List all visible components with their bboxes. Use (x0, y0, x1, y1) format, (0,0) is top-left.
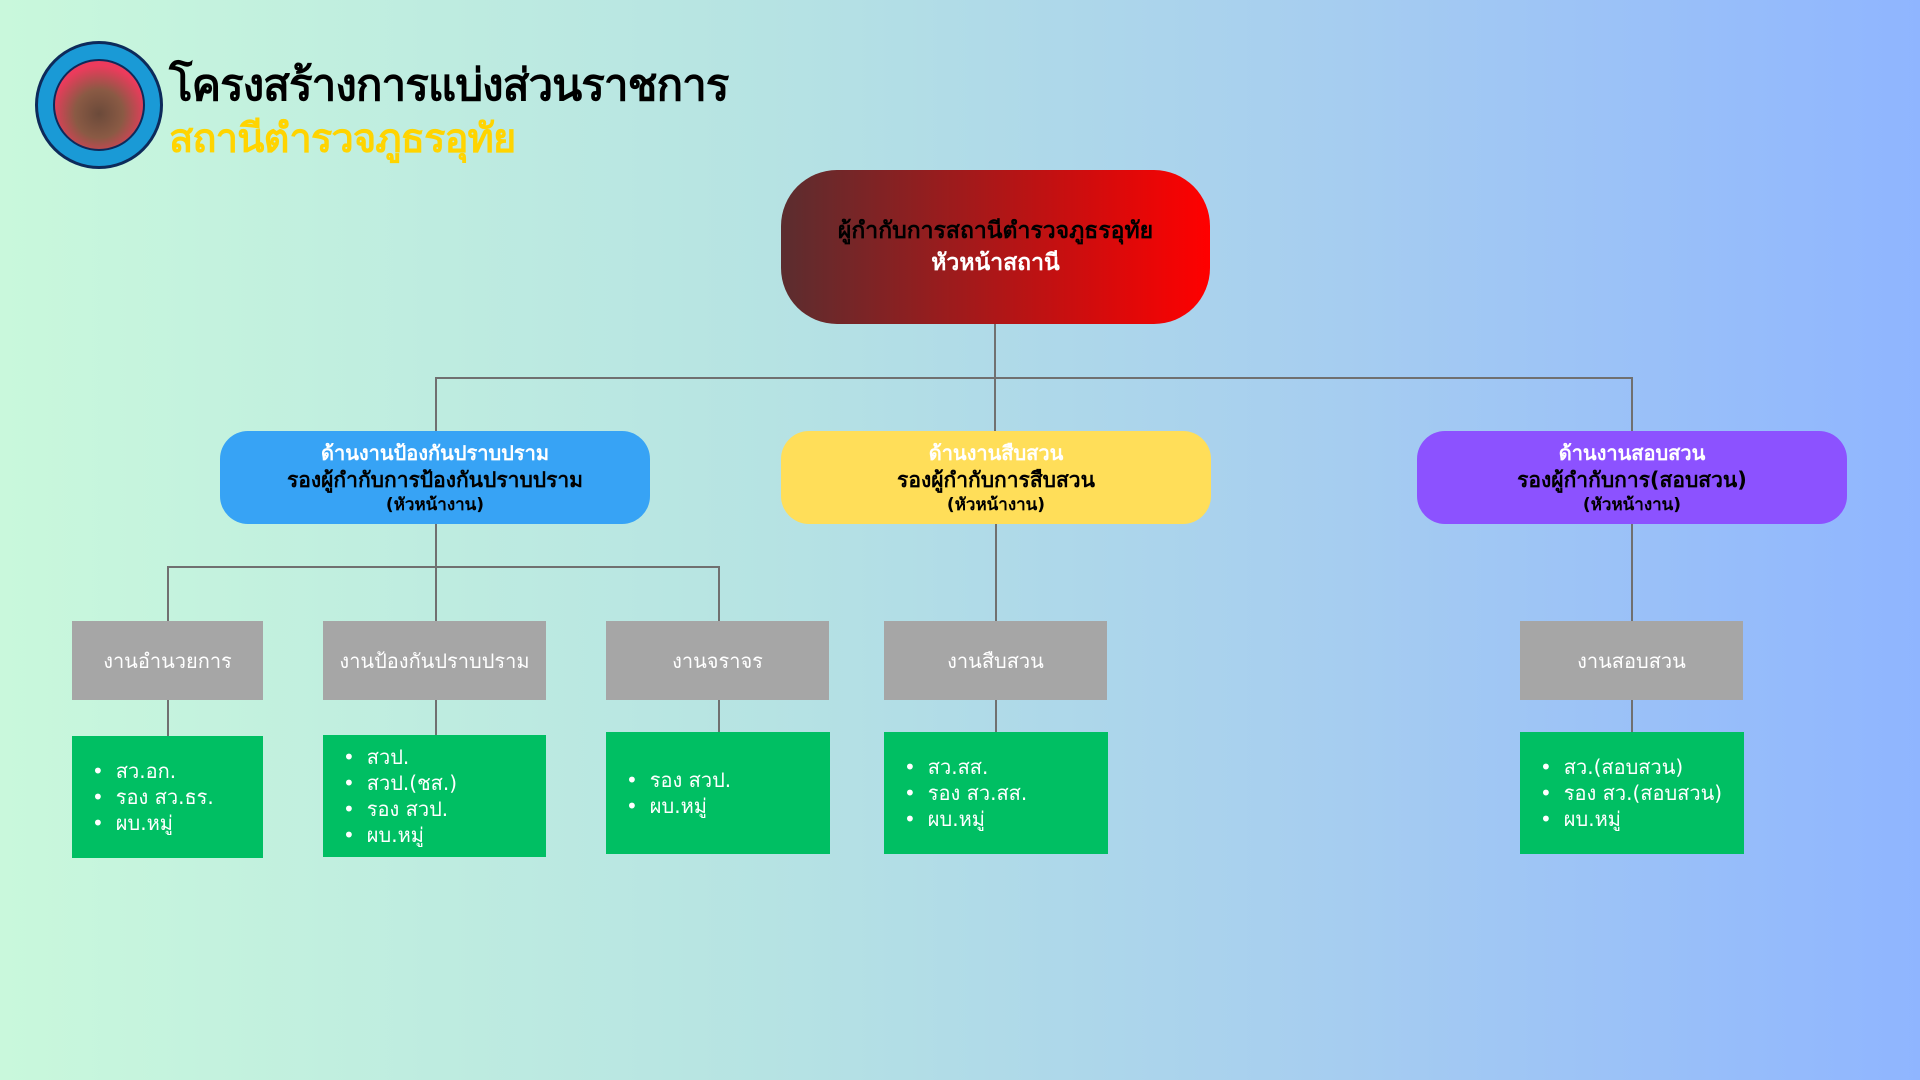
staff-list-admin: สว.อก.รอง สว.ธร.ผบ.หมู่ (72, 736, 263, 858)
staff-item: รอง สว.ธร. (92, 784, 214, 810)
connector (718, 700, 720, 732)
staff-list-inquiry: สว.(สอบสวน)รอง สว.(สอบสวน)ผบ.หมู่ (1520, 732, 1744, 854)
connector (167, 566, 720, 568)
staff-item: สว.(สอบสวน) (1540, 754, 1722, 780)
staff-list-prevention: สวป.สวป.(ชส.)รอง สวป.ผบ.หมู่ (323, 735, 546, 857)
division-prevention: ด้านงานป้องกันปราบปราม รองผู้กำกับการป้อ… (220, 431, 650, 524)
head-role: หัวหน้าสถานี (931, 250, 1060, 276)
head-title: ผู้กำกับการสถานีตำรวจภูธรอุทัย (837, 218, 1154, 244)
connector (435, 377, 1633, 379)
unit-admin: งานอำนวยการ (72, 621, 263, 700)
connector (995, 700, 997, 732)
division-investigation: ด้านงานสืบสวน รองผู้กำกับการสืบสวน (หัวห… (781, 431, 1211, 524)
station-logo (35, 41, 163, 169)
connector (167, 700, 169, 736)
division-title: รองผู้กำกับการป้องกันปราบปราม (286, 467, 584, 492)
connector (435, 700, 437, 736)
staff-item: สว.อก. (92, 758, 214, 784)
division-inquiry: ด้านงานสอบสวน รองผู้กำกับการ(สอบสวน) (หั… (1417, 431, 1847, 524)
staff-item: สวป. (343, 744, 457, 770)
division-title: รองผู้กำกับการ(สอบสวน) (1517, 467, 1747, 492)
page-subtitle: สถานีตำรวจภูธรอุทัย (169, 116, 516, 162)
staff-list-investigation: สว.สส.รอง สว.สส.ผบ.หมู่ (884, 732, 1108, 854)
connector (435, 377, 437, 431)
staff-item: ผบ.หมู่ (626, 793, 731, 819)
unit-investigation: งานสืบสวน (884, 621, 1107, 700)
connector (435, 524, 437, 621)
staff-item: ผบ.หมู่ (1540, 806, 1722, 832)
division-note: (หัวหน้างาน) (1582, 494, 1682, 515)
page-title: โครงสร้างการแบ่งส่วนราชการ (169, 60, 729, 111)
staff-item: รอง สวป. (626, 767, 731, 793)
connector (1631, 700, 1633, 732)
staff-item: รอง สว.สส. (904, 780, 1027, 806)
station-head-box: ผู้กำกับการสถานีตำรวจภูธรอุทัย หัวหน้าสถ… (781, 170, 1210, 324)
division-note: (หัวหน้างาน) (946, 494, 1046, 515)
division-heading: ด้านงานป้องกันปราบปราม (320, 440, 550, 465)
staff-item: สว.สส. (904, 754, 1027, 780)
division-note: (หัวหน้างาน) (385, 494, 485, 515)
unit-traffic: งานจราจร (606, 621, 829, 700)
connector (1631, 524, 1633, 621)
staff-item: รอง สว.(สอบสวน) (1540, 780, 1722, 806)
division-heading: ด้านงานสืบสวน (928, 440, 1064, 465)
staff-item: ผบ.หมู่ (343, 822, 457, 848)
connector (995, 524, 997, 621)
connector (167, 566, 169, 621)
staff-item: สวป.(ชส.) (343, 770, 457, 796)
division-heading: ด้านงานสอบสวน (1558, 440, 1706, 465)
staff-item: รอง สวป. (343, 796, 457, 822)
staff-item: ผบ.หมู่ (904, 806, 1027, 832)
division-title: รองผู้กำกับการสืบสวน (897, 467, 1095, 492)
unit-inquiry: งานสอบสวน (1520, 621, 1743, 700)
unit-prevention: งานป้องกันปราบปราม (323, 621, 546, 700)
connector (1631, 377, 1633, 431)
staff-item: ผบ.หมู่ (92, 810, 214, 836)
staff-list-traffic: รอง สวป.ผบ.หมู่ (606, 732, 830, 854)
connector (718, 566, 720, 621)
